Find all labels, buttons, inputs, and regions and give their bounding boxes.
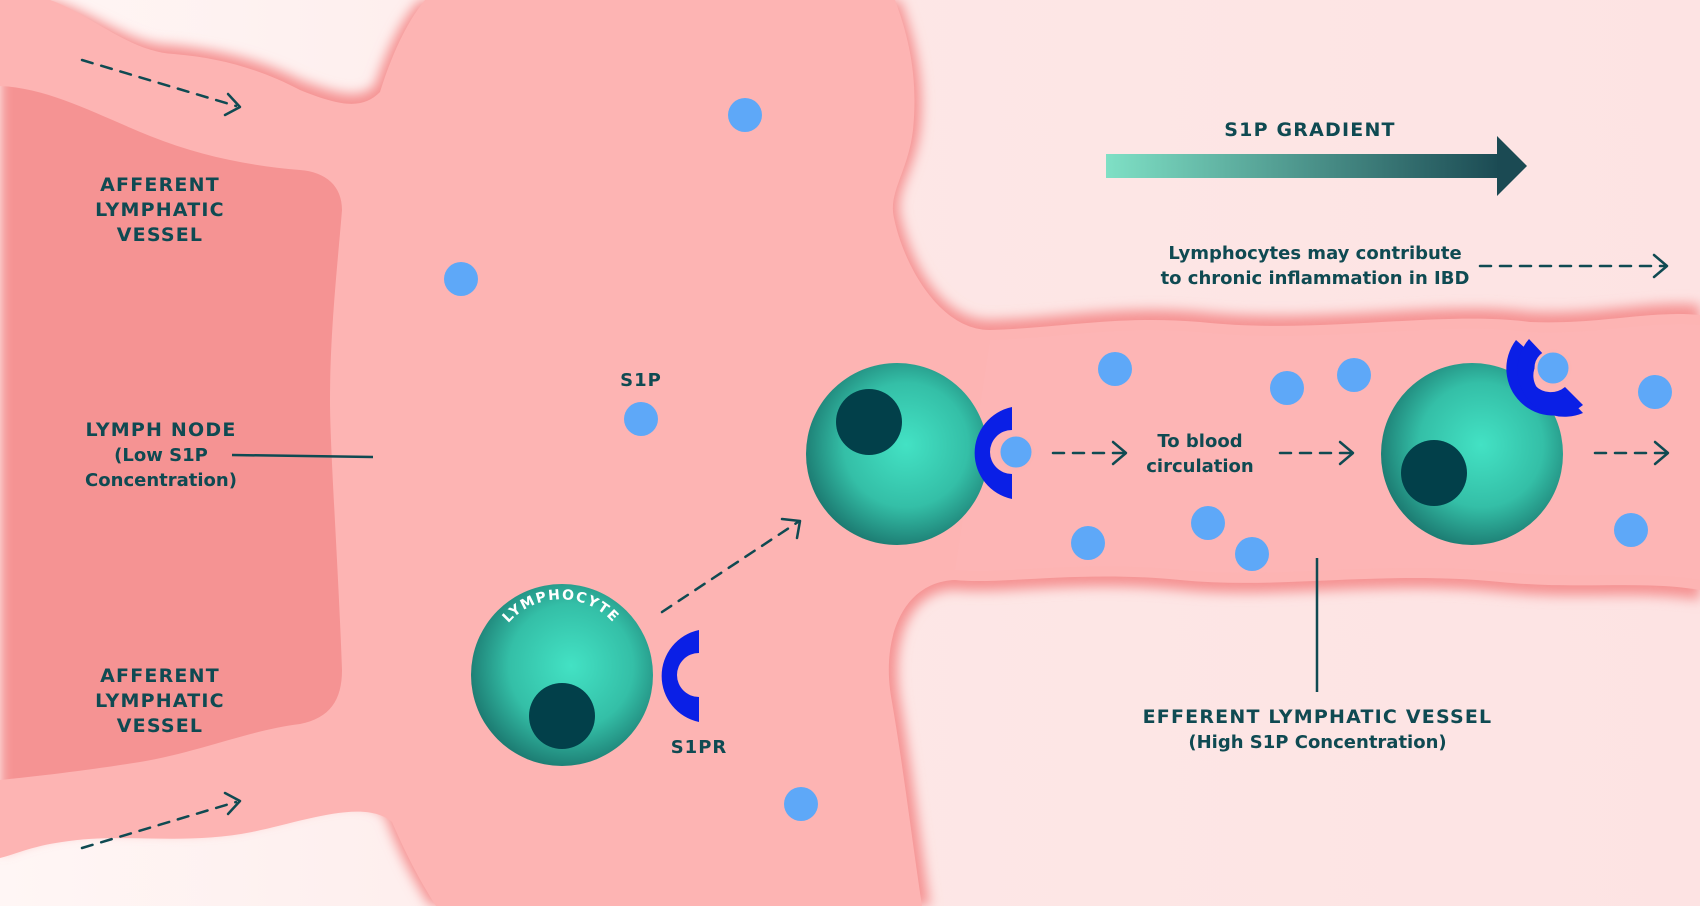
s1p-molecule: [624, 402, 658, 436]
dashed-arrow-icon: [80, 58, 242, 117]
s1p-gradient-label: S1P GRADIENT: [1224, 119, 1396, 141]
s1p-molecule: [1534, 349, 1572, 387]
label-line: VESSEL: [116, 224, 204, 246]
s1p-molecule: [1270, 371, 1304, 405]
lymph-node-label: LYMPH NODE (Low S1P Concentration): [75, 418, 247, 493]
label-line: To blood: [1157, 431, 1243, 452]
s1p-molecule: [997, 433, 1035, 471]
dashed-arrow-icon: [1278, 440, 1355, 466]
s1p-molecule: [784, 787, 818, 821]
gradient-arrow-icon: [1106, 136, 1527, 196]
lymphocyte-cell: [806, 363, 988, 545]
s1p-molecules: [444, 98, 1672, 821]
label-line: LYMPH NODE: [85, 419, 237, 441]
s1pr-receptor-icon: [661, 630, 699, 722]
leader-lines: [231, 453, 1319, 692]
nucleus: [529, 683, 595, 749]
label-line: (High S1P Concentration): [1188, 732, 1447, 753]
nucleus: [836, 389, 902, 455]
label-line: Concentration): [85, 470, 237, 491]
s1p-molecule: [1191, 506, 1225, 540]
to-blood-circulation-label: To blood circulation: [1130, 429, 1270, 479]
label-line: VESSEL: [116, 715, 204, 737]
lymphocyte-cell: [1381, 363, 1563, 545]
inflammation-note: Lymphocytes may contribute to chronic in…: [1155, 241, 1475, 291]
label-line: LYMPHATIC: [95, 199, 225, 221]
s1pr-receptor-icon: [974, 407, 1012, 499]
lymphocyte-cell: LYMPHOCYTE: [471, 584, 653, 766]
s1p-molecule: [1337, 358, 1371, 392]
label-line: AFFERENT: [100, 665, 220, 687]
efferent-vessel-label: EFFERENT LYMPHATIC VESSEL (High S1P Conc…: [1115, 705, 1520, 755]
s1p-label: S1P: [620, 370, 662, 391]
dashed-arrow-icon: [80, 791, 242, 850]
flow-arrows: [80, 58, 1670, 850]
label-line: circulation: [1146, 456, 1254, 477]
s1p-molecule: [1614, 513, 1648, 547]
nucleus: [1401, 440, 1467, 506]
label-line: Lymphocytes may contribute: [1168, 243, 1462, 264]
s1p-molecule: [1638, 375, 1672, 409]
label-line: to chronic inflammation in IBD: [1160, 268, 1470, 289]
s1p-molecule: [1071, 526, 1105, 560]
label-line: AFFERENT: [100, 174, 220, 196]
s1p-molecule: [444, 262, 478, 296]
s1pr-label: S1PR: [670, 737, 728, 758]
dashed-arrow-icon: [660, 517, 802, 614]
label-line: LYMPHATIC: [95, 690, 225, 712]
afferent-vessel-top-label: AFFERENT LYMPHATIC VESSEL: [80, 173, 240, 248]
afferent-vessel-bottom-label: AFFERENT LYMPHATIC VESSEL: [80, 664, 240, 739]
label-line: EFFERENT LYMPHATIC VESSEL: [1142, 706, 1493, 728]
s1p-molecule: [1235, 537, 1269, 571]
s1pr-receptor-icon: [1517, 339, 1583, 417]
dashed-arrow-icon: [1593, 440, 1670, 466]
dashed-arrow-icon: [1051, 440, 1128, 466]
label-line: (Low S1P: [114, 445, 208, 466]
dashed-arrow-icon: [1478, 253, 1669, 279]
s1p-molecule: [1098, 352, 1132, 386]
s1p-molecule: [728, 98, 762, 132]
